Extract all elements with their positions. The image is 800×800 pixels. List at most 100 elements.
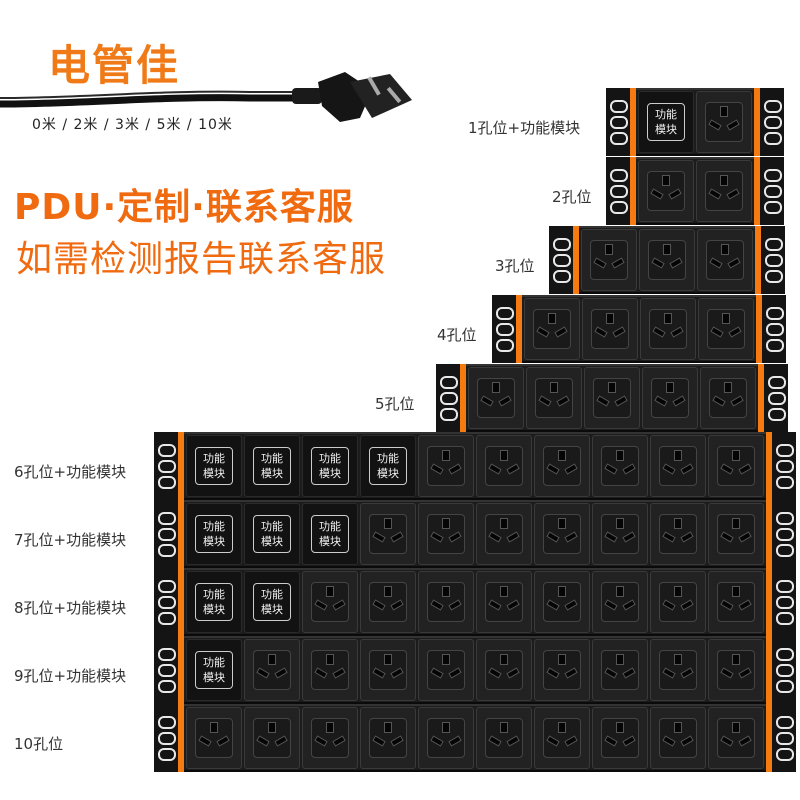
power-socket-icon [592, 639, 648, 701]
socket-pin [268, 654, 276, 665]
socket-pin [384, 722, 392, 733]
power-socket-icon [708, 503, 764, 565]
power-socket-icon [302, 571, 358, 633]
function-module-label: 功能模块 [253, 583, 291, 621]
promo-customize-text: PDU·定制·联系客服 [14, 187, 354, 228]
orange-trim [754, 88, 760, 156]
module-text-line2: 模块 [655, 123, 677, 136]
power-socket-icon [650, 707, 706, 769]
mounting-bracket [762, 295, 786, 363]
power-socket-icon [418, 503, 474, 565]
power-socket-icon [418, 571, 474, 633]
orange-trim [630, 88, 636, 156]
power-socket-icon [697, 229, 753, 291]
strip-body: 功能模块功能模块 [184, 568, 766, 636]
orange-trim [178, 636, 184, 704]
socket-pin [384, 586, 392, 597]
power-socket-icon [639, 229, 695, 291]
socket-pin [548, 313, 556, 324]
power-socket-icon [696, 91, 752, 153]
socket-pin [720, 106, 728, 117]
power-socket-icon [360, 639, 416, 701]
socket-pin [384, 654, 392, 665]
strip-label: 2孔位 [552, 188, 592, 206]
power-socket-icon [650, 571, 706, 633]
socket-pin [558, 722, 566, 733]
orange-trim [754, 157, 760, 225]
power-socket-icon [526, 367, 582, 429]
orange-trim [573, 226, 579, 294]
orange-trim [755, 226, 761, 294]
module-text-line1: 功能 [319, 452, 341, 465]
socket-pin [666, 382, 674, 393]
power-socket-icon [696, 160, 752, 222]
power-socket-icon [708, 707, 764, 769]
socket-pin [605, 244, 613, 255]
cable-length-options: 0米 / 2米 / 3米 / 5米 / 10米 [32, 117, 233, 133]
orange-trim [758, 364, 764, 432]
socket-pin [326, 722, 334, 733]
function-module-label: 功能模块 [253, 515, 291, 553]
mounting-bracket [764, 364, 788, 432]
orange-trim [766, 432, 772, 500]
socket-pin [721, 244, 729, 255]
power-socket-icon [708, 639, 764, 701]
power-socket-icon [640, 298, 696, 360]
socket-pin [326, 654, 334, 665]
function-module: 功能模块 [244, 571, 300, 633]
orange-trim [178, 432, 184, 500]
mounting-bracket [772, 432, 796, 500]
power-socket-icon [592, 571, 648, 633]
strip-label: 1孔位+功能模块 [468, 119, 581, 137]
mounting-bracket [760, 157, 784, 225]
socket-pin [500, 722, 508, 733]
mounting-bracket [606, 88, 630, 156]
pdu-strip [606, 157, 784, 225]
strip-label: 5孔位 [375, 395, 415, 413]
power-socket-icon [708, 571, 764, 633]
strip-body: 功能模块功能模块功能模块功能模块 [184, 432, 766, 500]
function-module-label: 功能模块 [195, 447, 233, 485]
strip-label: 8孔位+功能模块 [14, 599, 127, 617]
mounting-bracket [154, 636, 178, 704]
socket-pin [616, 450, 624, 461]
power-socket-icon [476, 639, 532, 701]
power-socket-icon [592, 707, 648, 769]
socket-pin [608, 382, 616, 393]
orange-trim [178, 568, 184, 636]
power-socket-icon [650, 435, 706, 497]
socket-pin [674, 586, 682, 597]
socket-pin [442, 654, 450, 665]
module-text-line2: 模块 [203, 467, 225, 480]
module-text-line1: 功能 [261, 588, 283, 601]
pdu-strip: 功能模块 [154, 636, 796, 704]
socket-pin [442, 722, 450, 733]
power-socket-icon [186, 707, 242, 769]
power-socket-icon [582, 298, 638, 360]
mounting-bracket [772, 500, 796, 568]
power-socket-icon [584, 367, 640, 429]
power-socket-icon [360, 571, 416, 633]
socket-pin [442, 518, 450, 529]
power-socket-icon [638, 160, 694, 222]
orange-trim [178, 704, 184, 772]
mounting-bracket [772, 636, 796, 704]
function-module-label: 功能模块 [195, 515, 233, 553]
function-module: 功能模块 [360, 435, 416, 497]
strip-label: 4孔位 [437, 326, 477, 344]
module-text-line1: 功能 [203, 452, 225, 465]
power-socket-icon [302, 707, 358, 769]
strip-body: 功能模块 [184, 636, 766, 704]
mounting-bracket [436, 364, 460, 432]
socket-pin [492, 382, 500, 393]
module-text-line2: 模块 [319, 535, 341, 548]
module-text-line1: 功能 [203, 520, 225, 533]
module-text-line1: 功能 [261, 520, 283, 533]
socket-pin [674, 722, 682, 733]
module-text-line2: 模块 [261, 603, 283, 616]
strip-label: 10孔位 [14, 735, 64, 753]
pdu-strip [154, 704, 796, 772]
orange-trim [630, 157, 636, 225]
orange-trim [178, 500, 184, 568]
socket-pin [500, 654, 508, 665]
